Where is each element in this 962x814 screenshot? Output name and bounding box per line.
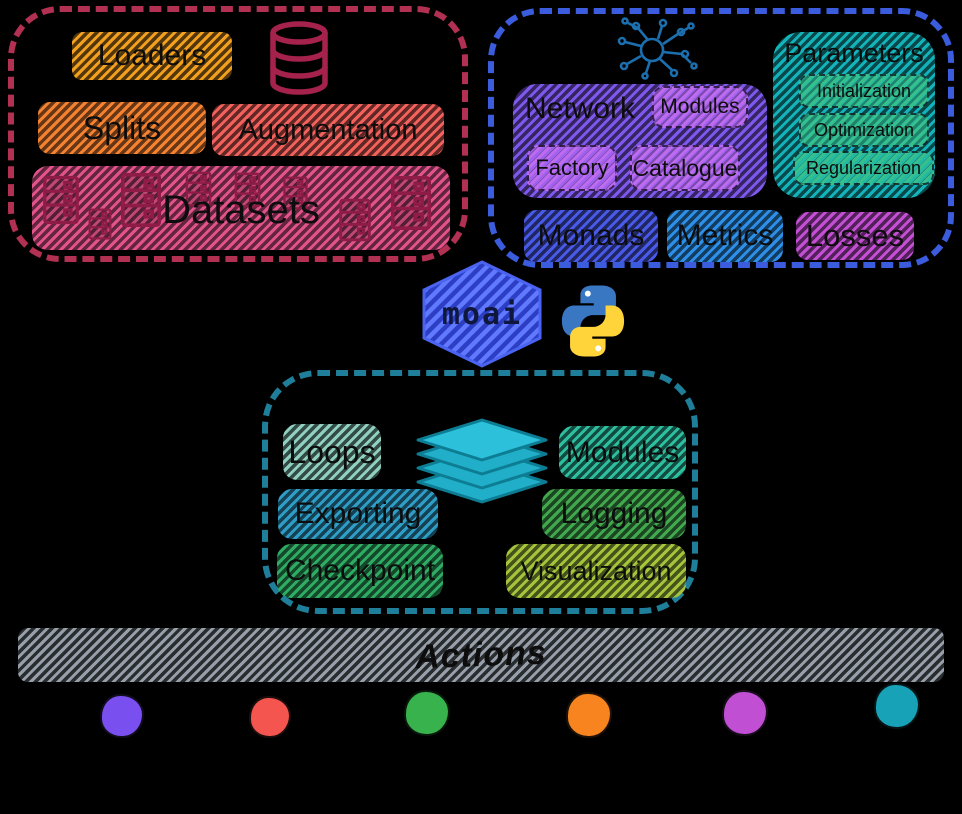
losses-label: Losses <box>805 218 905 253</box>
initialization-label: Initialization <box>816 80 912 101</box>
optimization-label: Optimization <box>813 119 915 140</box>
model-group-box <box>488 8 954 268</box>
factory-chip: Factory <box>527 145 617 191</box>
datasets-panel: Datasets <box>32 166 450 250</box>
augmentation-label: Augmentation <box>238 113 418 146</box>
splits-label: Splits <box>82 109 162 146</box>
metrics-label: Metrics <box>676 219 774 252</box>
checkpoint-label: Checkpoint <box>284 554 436 587</box>
action-dot <box>404 690 450 736</box>
actions-bar: Actions <box>18 628 944 682</box>
layers-icon <box>416 418 548 504</box>
engine-modules-chip: Modules <box>559 426 686 479</box>
losses-chip: Losses <box>796 212 914 260</box>
loops-label: Loops <box>288 433 376 470</box>
action-dot <box>566 692 612 738</box>
catalogue-chip: Catalogue <box>630 145 740 191</box>
moai-hexagon-logo: moai <box>422 260 542 368</box>
network-modules-chip: Modules <box>652 86 748 128</box>
monads-label: Monads <box>537 219 645 252</box>
regularization-label: Regularization <box>805 157 922 178</box>
datasets-label: Datasets <box>162 188 320 232</box>
optimization-chip: Optimization <box>799 113 929 147</box>
action-dot <box>100 694 144 738</box>
database-icon <box>270 21 328 95</box>
factory-label: Factory <box>535 155 609 180</box>
splits-chip: Splits <box>38 102 206 154</box>
exporting-chip: Exporting <box>278 489 438 539</box>
actions-label: Actions <box>414 633 548 676</box>
augmentation-chip: Augmentation <box>212 104 444 156</box>
monads-chip: Monads <box>524 210 658 262</box>
catalogue-label: Catalogue <box>632 154 738 181</box>
logging-chip: Logging <box>542 489 686 539</box>
engine-group-box <box>262 370 698 614</box>
action-dot <box>722 690 768 736</box>
exporting-label: Exporting <box>294 497 422 530</box>
network-title: Network <box>525 92 636 125</box>
regularization-chip: Regularization <box>793 151 934 185</box>
visualization-chip: Visualization <box>506 544 686 598</box>
loaders-chip: Loaders <box>72 32 232 80</box>
action-dot <box>249 696 291 738</box>
action-dot <box>874 683 920 729</box>
moai-logo-text: moai <box>442 297 522 332</box>
neural-network-icon <box>617 17 698 80</box>
loops-chip: Loops <box>283 424 381 480</box>
initialization-chip: Initialization <box>799 74 929 108</box>
logging-label: Logging <box>560 497 668 530</box>
visualization-label: Visualization <box>520 555 672 586</box>
parameters-title: Parameters <box>784 38 924 68</box>
metrics-chip: Metrics <box>667 210 783 262</box>
network-modules-label: Modules <box>660 95 740 118</box>
python-icon <box>561 285 625 357</box>
checkpoint-chip: Checkpoint <box>277 544 443 598</box>
loaders-label: Loaders <box>97 39 207 72</box>
data-group-box <box>8 6 468 262</box>
engine-modules-label: Modules <box>565 435 680 469</box>
